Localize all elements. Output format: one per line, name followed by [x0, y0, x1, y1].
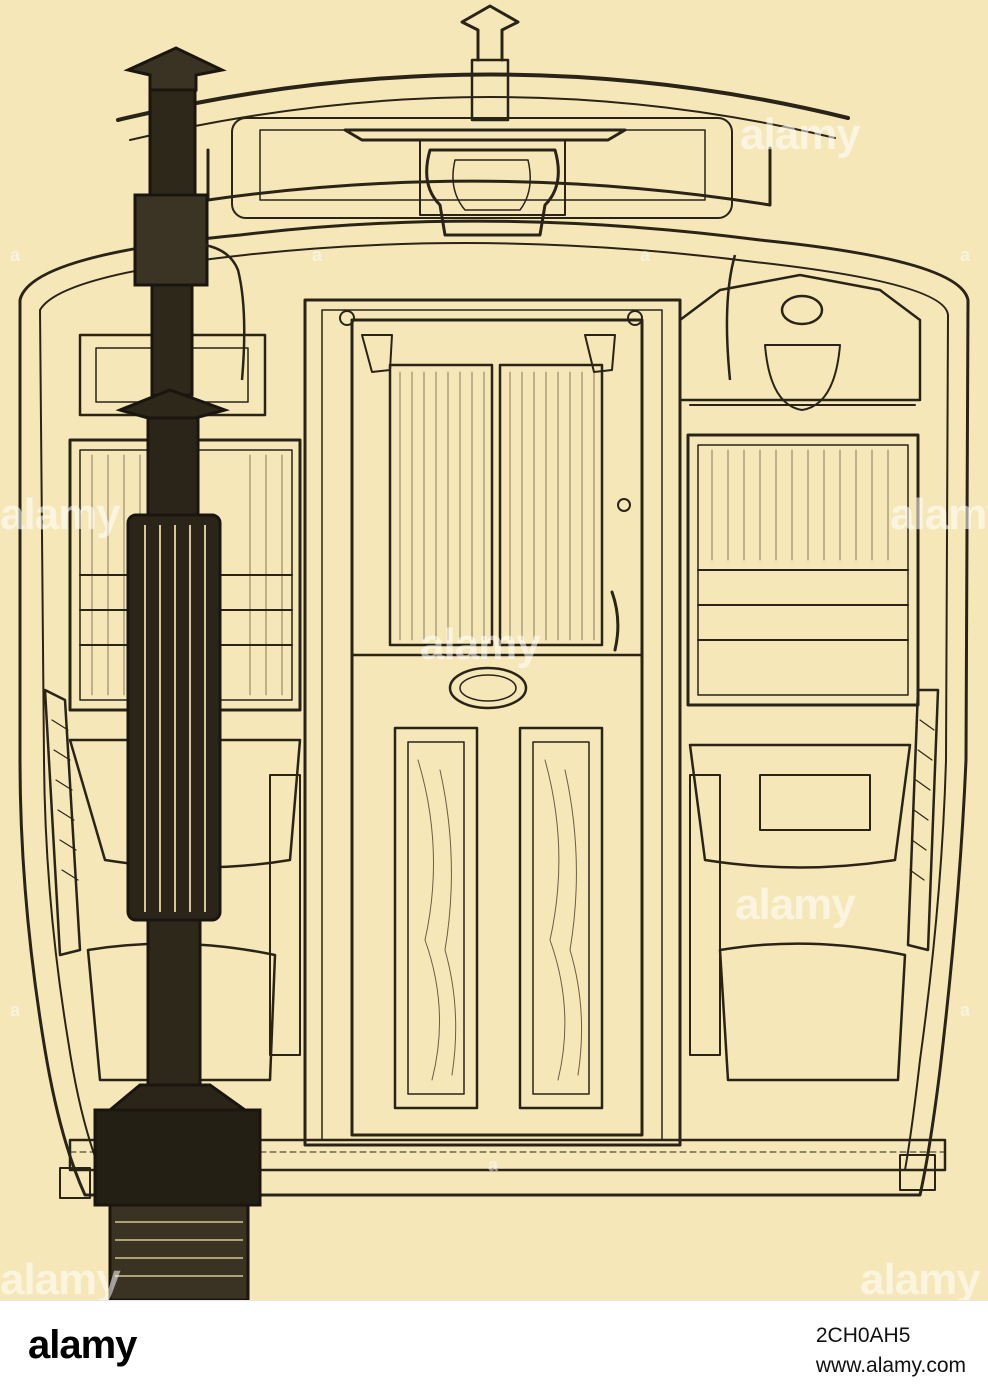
door-panel-right	[518, 726, 604, 1110]
roof-ventilator	[460, 4, 520, 62]
door-glass-right	[498, 363, 604, 647]
railcar-end-drawing	[18, 4, 970, 1300]
door	[350, 318, 644, 1137]
car-body-inner-outline	[39, 242, 949, 1171]
left-side-post	[43, 688, 82, 957]
car-body-outline	[18, 219, 970, 1197]
image-id: 2CH0AH5	[815, 1324, 911, 1347]
stove-base	[93, 1108, 262, 1207]
right-window	[686, 433, 920, 707]
alamy-logo: alamy	[28, 1323, 137, 1367]
engraving-image: alamy alamy alamy alamy alamy alamy alam…	[0, 0, 988, 1300]
right-lamp-bracket	[678, 273, 922, 402]
clerestory-roof	[116, 72, 850, 122]
door-oval-plate	[448, 666, 528, 710]
stock-footer-bar: alamy 2CH0AH5 www.alamy.com	[0, 1300, 988, 1390]
stovepipe-cap	[123, 46, 227, 92]
site-url: www.alamy.com	[815, 1354, 966, 1377]
door-lock	[617, 498, 631, 512]
roof-lamp	[343, 128, 627, 142]
door-handle	[610, 590, 620, 652]
door-frame	[303, 298, 682, 1147]
footer-meta: 2CH0AH5 www.alamy.com	[816, 1321, 966, 1381]
right-seat-back	[688, 743, 912, 869]
door-glass-left	[388, 363, 494, 647]
door-panel-left	[393, 726, 479, 1110]
right-seat	[718, 942, 907, 1082]
clerestory-panel	[231, 117, 733, 219]
stove-and-pipe	[93, 46, 262, 1300]
floor-sill	[68, 1138, 947, 1172]
right-side-post	[906, 688, 940, 952]
